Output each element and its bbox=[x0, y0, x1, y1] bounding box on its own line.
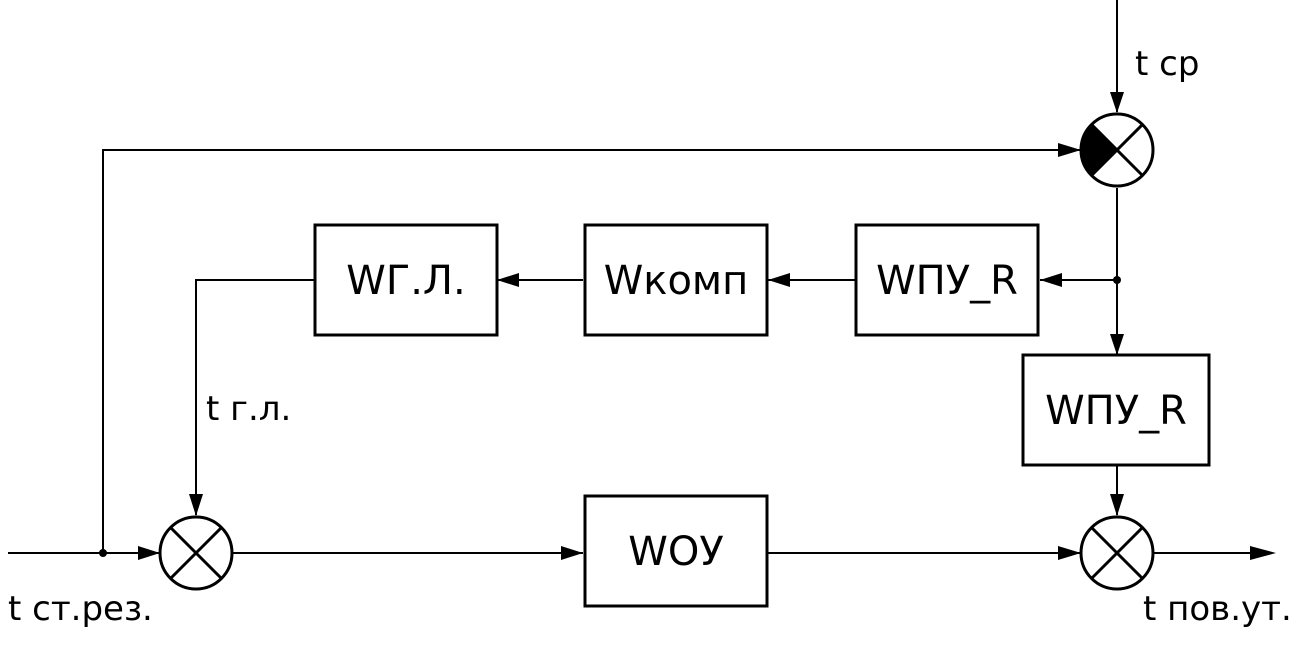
block-wou: WОУ bbox=[583, 494, 769, 608]
arrowhead-wgl bbox=[497, 273, 519, 287]
branch-dot-input bbox=[99, 549, 107, 557]
signal-label-t-gl: t г.л. bbox=[206, 389, 291, 429]
block-wgl: WГ.Л. bbox=[313, 223, 499, 337]
block-wkomp-label: Wкомп bbox=[604, 258, 749, 304]
signal-label-t-st-rez: t ст.рез. bbox=[8, 589, 153, 629]
block-wkomp: Wкомп bbox=[583, 223, 769, 337]
block-wpu-right: WПУ_R bbox=[1021, 353, 1211, 467]
signal-label-t-pov-ut: t пов.ут. bbox=[1143, 589, 1292, 629]
arrowhead-feedforward bbox=[1058, 143, 1081, 157]
block-wpu-top: WПУ_R bbox=[854, 223, 1040, 337]
wire-feedforward bbox=[102, 149, 1080, 553]
branch-dot-right bbox=[1113, 276, 1121, 284]
block-wgl-label: WГ.Л. bbox=[346, 258, 465, 304]
arrowhead-wpu-right bbox=[1110, 334, 1124, 355]
block-wpu-right-label: WПУ_R bbox=[1045, 388, 1187, 434]
summing-junction-right bbox=[1079, 515, 1155, 591]
arrowhead-t-sr bbox=[1110, 92, 1124, 113]
arrowhead-wou bbox=[561, 546, 583, 560]
arrowhead-sum-right-top bbox=[1110, 494, 1124, 516]
wire-wgl-to-sum-left bbox=[195, 279, 315, 515]
arrowhead-output bbox=[1250, 546, 1276, 560]
signal-label-t-sr: t ср bbox=[1135, 44, 1199, 84]
arrowhead-sum-left-side bbox=[138, 546, 160, 560]
block-wpu-top-label: WПУ_R bbox=[876, 258, 1018, 304]
summing-junction-top bbox=[1079, 112, 1155, 188]
arrowhead-sum-right-side bbox=[1058, 546, 1081, 560]
summing-junction-left bbox=[158, 515, 234, 591]
arrowhead-sum-left-top bbox=[189, 494, 203, 516]
block-wou-label: WОУ bbox=[628, 529, 723, 575]
arrowhead-wkomp bbox=[768, 273, 790, 287]
arrowhead-wpu-top bbox=[1040, 273, 1062, 287]
